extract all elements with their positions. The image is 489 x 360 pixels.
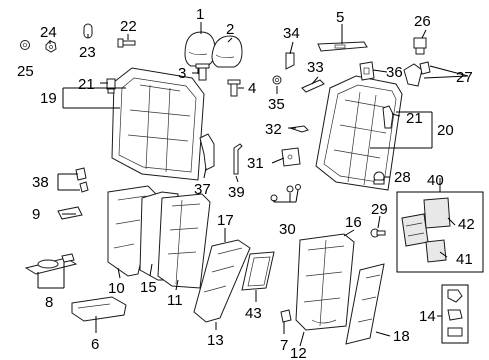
callout-labels: 1 2 3 4 5 6 7 8 9 10 11 12 13 14 15 16 1… [17,6,475,360]
callout-26: 26 [414,13,431,30]
latch-26 [413,37,427,55]
bolt-22 [117,38,136,48]
callout-42: 42 [458,216,475,233]
callout-28: 28 [394,169,411,186]
clip-24 [45,40,57,53]
headrest-2 [211,35,243,68]
handle-9 [57,206,83,220]
seatback-right-20 [315,75,403,191]
callout-21a: 21 [78,76,95,93]
pad-43 [241,251,275,291]
callout-32: 32 [265,121,282,138]
callout-6: 6 [91,336,99,353]
clip-7 [280,309,292,323]
callout-29: 29 [371,201,388,218]
callout-24: 24 [40,24,57,41]
callout-23: 23 [79,44,96,61]
callout-33: 33 [307,59,324,76]
group-40-box [396,191,484,273]
leader-lines [37,22,469,347]
callout-14: 14 [419,308,436,325]
bolt-29 [370,228,386,238]
callout-8: 8 [45,294,53,311]
callout-27: 27 [456,69,473,86]
callout-38: 38 [32,174,49,191]
callout-41: 41 [456,251,473,268]
callout-4: 4 [248,80,256,97]
latch-27 [403,61,431,87]
pad-18 [345,263,385,345]
callout-10: 10 [108,280,125,297]
hinge-37 [199,133,215,171]
cover-12-16 [295,233,355,331]
bolt-28 [373,171,385,185]
callout-25: 25 [17,63,34,80]
cover-36 [359,61,375,81]
callout-9: 9 [32,206,40,223]
callout-34: 34 [283,25,300,42]
fasteners-30 [270,184,301,202]
guide-4 [227,79,241,97]
callout-31: 31 [247,155,264,172]
callout-17: 17 [217,212,234,229]
cover-11 [157,193,211,289]
clip-38 [75,167,89,193]
rod-39 [233,143,243,175]
callout-40: 40 [427,172,444,189]
grommet-23 [83,23,93,39]
callout-21b: 21 [406,110,423,127]
callout-18: 18 [393,328,410,345]
callout-1: 1 [196,6,204,23]
callout-30: 30 [279,221,296,238]
callout-36: 36 [386,64,403,81]
callout-7: 7 [280,337,288,354]
armrest-8 [24,253,78,275]
seatback-left-19 [107,67,205,181]
clip-21-left [106,78,116,90]
callout-15: 15 [140,279,157,296]
callout-35: 35 [268,96,285,113]
callout-20: 20 [437,122,454,139]
callout-22: 22 [120,18,137,35]
callout-11: 11 [167,292,183,309]
callout-12: 12 [290,345,307,360]
bracket-21-right [382,105,394,129]
hook-32 [289,125,309,133]
bolster-17-13 [193,239,251,323]
callout-19: 19 [40,90,57,107]
callout-5: 5 [336,9,344,26]
clip-34 [285,52,295,70]
callout-2: 2 [226,21,234,38]
nut-25 [20,40,30,50]
callout-16: 16 [345,214,362,231]
callout-37: 37 [194,181,211,198]
callout-43: 43 [245,305,262,322]
tray-6 [71,296,127,322]
bracket-33 [301,79,325,93]
callout-3: 3 [178,65,186,82]
callout-39: 39 [228,184,245,201]
trim-5 [317,41,368,52]
nut-35 [272,75,282,85]
latch-31 [281,147,301,167]
guide-3 [195,63,210,81]
callout-13: 13 [207,332,224,349]
clips-14 [441,284,469,344]
